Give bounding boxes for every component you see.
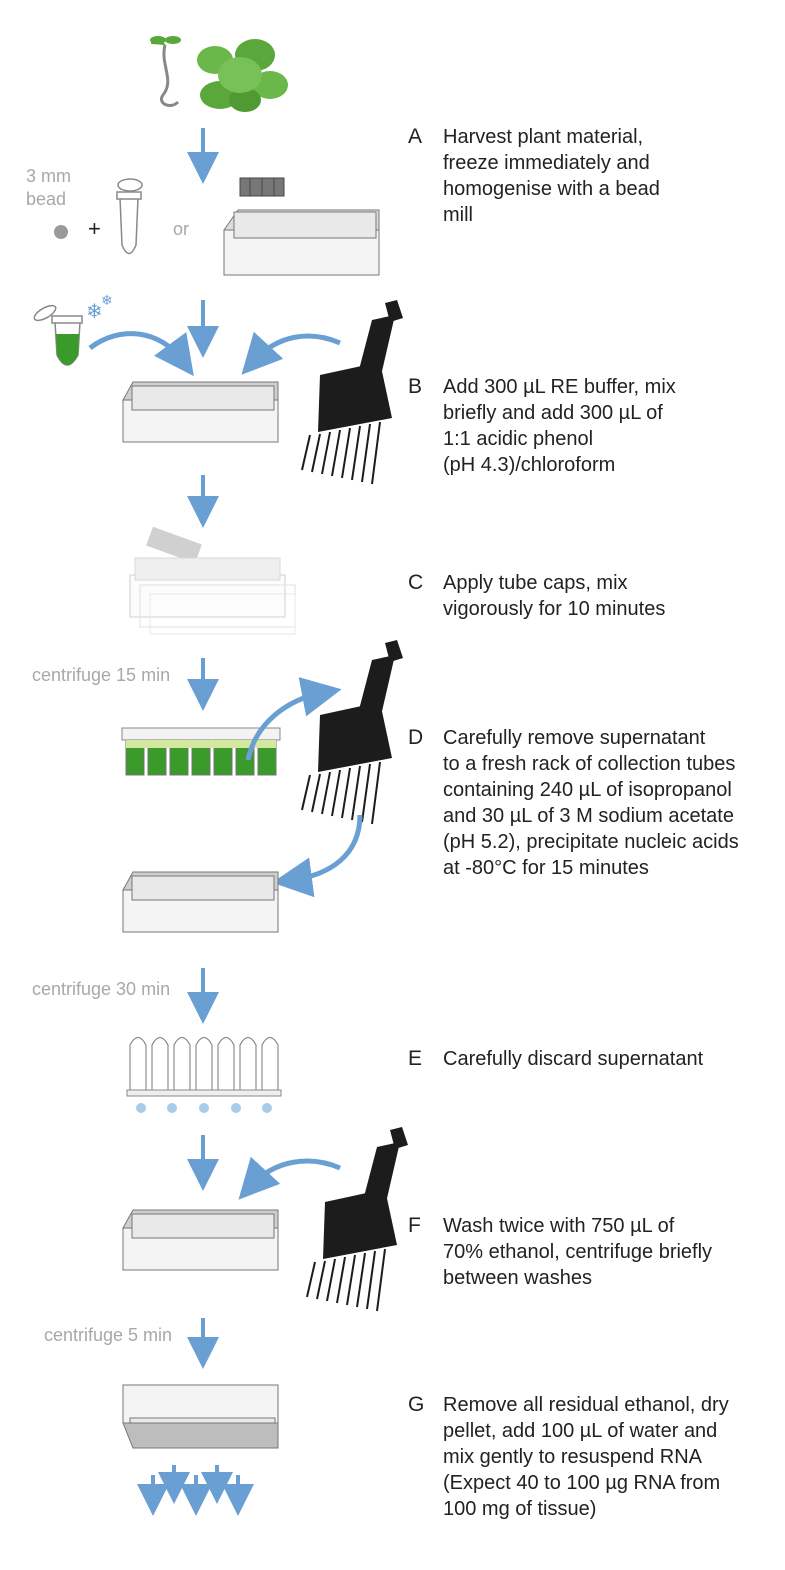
- step-letter: F: [408, 1214, 421, 1237]
- step-letter: E: [408, 1047, 423, 1070]
- bead-label: bead: [26, 189, 67, 209]
- green-tube-strip-icon: [121, 727, 281, 776]
- microtube-icon: [116, 178, 143, 255]
- curved-arrow-b-left: [88, 331, 194, 377]
- step-letter: A: [408, 125, 423, 148]
- inverted-tubes-icon: [126, 1037, 282, 1097]
- tube-rack-icon: [122, 871, 279, 933]
- plus-sign: +: [88, 216, 101, 241]
- step-text: Add 300 µL RE buffer, mix briefly and ad…: [443, 376, 676, 476]
- curved-arrow-f: [238, 1156, 341, 1200]
- multichannel-pipette-icon: [301, 300, 403, 485]
- step-letter: B: [408, 375, 423, 398]
- step-text: Harvest plant material, freeze immediate…: [443, 126, 660, 226]
- curved-arrow-d-down: [272, 814, 363, 898]
- green-sample-tube-icon: [33, 304, 83, 366]
- bead-icon: [54, 225, 68, 239]
- seedling-icon: [150, 36, 181, 107]
- centrifuge-5-label: centrifuge 5 min: [44, 1325, 173, 1345]
- tube-rack-icon: [122, 1209, 279, 1271]
- step-letter: D: [408, 726, 424, 749]
- svg-text:❄: ❄: [101, 293, 113, 309]
- step-text: Carefully discard supernatant: [443, 1048, 704, 1070]
- freeze-snowflake-icon: ❄ ❄: [86, 293, 113, 323]
- curved-arrow-d-up: [245, 677, 342, 761]
- tube-rack-icon: [122, 381, 279, 443]
- step-letter: C: [408, 571, 424, 594]
- tube-rack-icon: [223, 209, 380, 276]
- step-text: Carefully remove supernatant to a fresh …: [443, 727, 739, 879]
- tube-strip-caps-icon: [239, 177, 285, 197]
- curved-arrow-b-right: [241, 331, 341, 375]
- liquid-drops-icon: [136, 1103, 272, 1113]
- step-text: Remove all residual ethanol, dry pellet,…: [443, 1394, 729, 1520]
- multichannel-pipette-icon: [301, 640, 403, 825]
- step-letter: G: [408, 1393, 425, 1416]
- or-label: or: [173, 219, 190, 239]
- bead-size-label: 3 mm: [26, 166, 71, 186]
- shaking-rack-icon: [129, 526, 296, 635]
- svg-text:❄: ❄: [86, 299, 103, 323]
- step-text: Apply tube caps, mix vigorously for 10 m…: [443, 572, 666, 620]
- step-text: Wash twice with 750 µL of 70% ethanol, c…: [443, 1215, 713, 1289]
- centrifuge-15-label: centrifuge 15 min: [32, 665, 171, 685]
- centrifuge-30-label: centrifuge 30 min: [32, 979, 171, 999]
- multichannel-pipette-icon: [306, 1127, 408, 1312]
- plant-rosette-icon: [197, 39, 288, 112]
- inverted-rack-icon: [122, 1384, 279, 1449]
